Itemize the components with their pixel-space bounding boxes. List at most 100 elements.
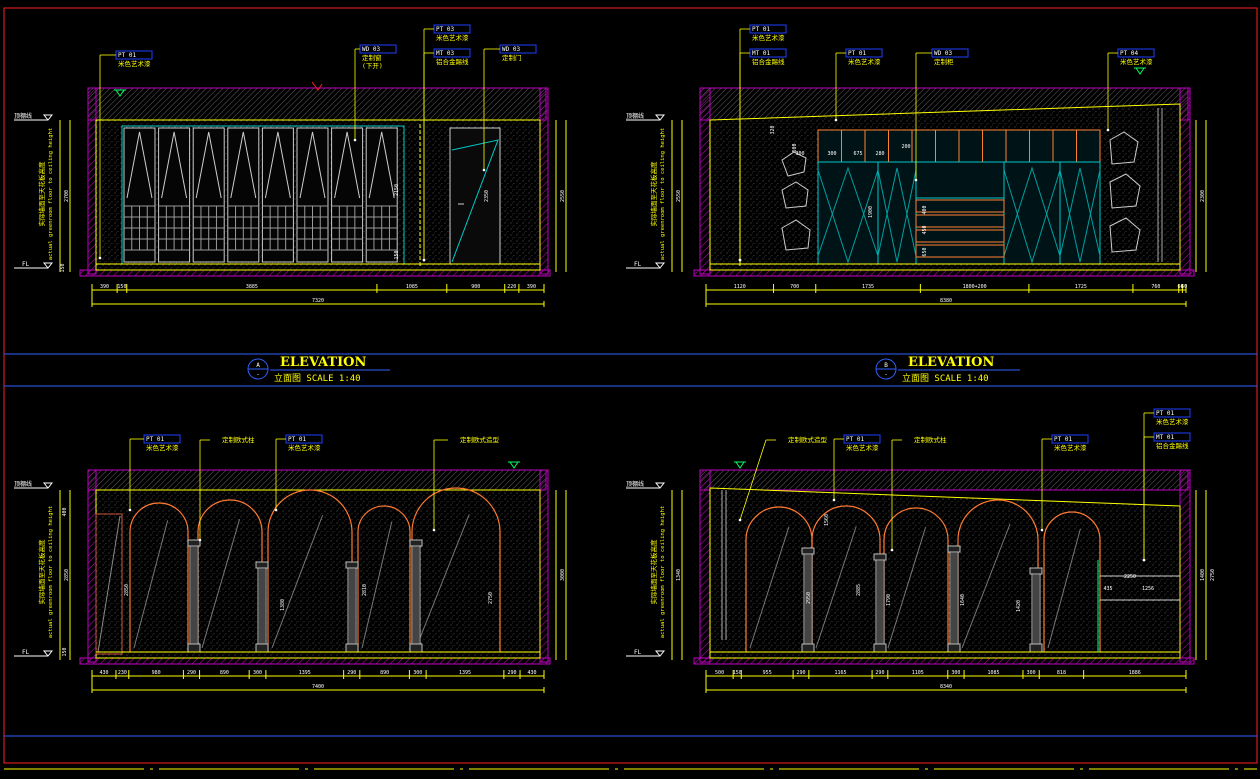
material-tag-point <box>482 168 486 172</box>
material-tag-point <box>274 508 278 512</box>
height-dimension-value: 1400 <box>1200 569 1206 581</box>
dimension-value: 980 <box>152 670 161 676</box>
inner-dimension-value: 1256 <box>1142 586 1154 592</box>
inner-dimension-value: 600 <box>792 143 798 152</box>
level-marker-triangle-icon <box>654 482 666 489</box>
material-tag-point <box>890 548 894 552</box>
dimension-value: 60 <box>1178 284 1184 290</box>
material-tag-text: 定制门 <box>502 53 522 62</box>
level-marker-triangle-icon <box>42 482 54 489</box>
elevation-d <box>693 469 1195 665</box>
window-glazing-line <box>334 131 361 199</box>
window-glazing-line <box>161 131 188 199</box>
material-tag-point <box>353 138 357 142</box>
inner-dimension-value: 2350 <box>484 190 490 202</box>
dimension-value: 150 <box>733 670 742 676</box>
arch-opening <box>957 499 1039 652</box>
material-tag-point <box>128 508 132 512</box>
inner-dimension-value: 1640 <box>960 594 966 606</box>
arch-reflection-line <box>201 519 241 649</box>
side-note-en: actual greenroom floor to ceiling height <box>660 506 666 638</box>
inner-dimension-value: 150 <box>62 647 68 656</box>
inner-dimension-value: 2750 <box>488 592 494 604</box>
arch-reflection-line <box>361 521 393 649</box>
level-label: FL <box>22 261 30 268</box>
inner-dimension-value: 150 <box>60 263 66 272</box>
window-glazing-line <box>264 131 291 199</box>
inner-dimension-value: 1900 <box>868 206 874 218</box>
material-tag-text: 米色艺术漆 <box>1156 417 1189 426</box>
dimension-value: 1120 <box>734 284 746 290</box>
material-tag-code: WD 03 <box>502 46 520 53</box>
material-tag-code: MT 01 <box>752 50 770 57</box>
wardrobe-cabinet <box>817 129 1101 265</box>
inner-dimension-value: 400 <box>922 205 928 214</box>
arch-reflection-line <box>415 514 470 649</box>
material-tag: 定制欧式造型 <box>738 435 828 522</box>
dimension-value: 220 <box>507 284 516 290</box>
side-note-en: actual greenroom floor to ceiling height <box>48 128 54 260</box>
title-a: A - ELEVATION 立面图 SCALE 1:40 <box>247 355 390 384</box>
dimension-value: 300 <box>951 670 960 676</box>
column-base <box>345 643 359 653</box>
material-tag-code: PT 01 <box>752 26 770 33</box>
level-marker-triangle-icon <box>735 461 745 469</box>
inner-dimension-value: 675 <box>853 151 862 157</box>
inner-dimension-value: 150 <box>394 250 400 259</box>
inner-dimension-value: 2250 <box>1124 574 1136 580</box>
title-b: B - ELEVATION 立面图 SCALE 1:40 <box>875 355 1020 384</box>
height-dimension-value: 2700 <box>64 190 70 202</box>
material-tag-point <box>832 498 836 502</box>
column-base <box>1029 643 1043 653</box>
dimension-value: 430 <box>99 670 108 676</box>
material-tag: 定制欧式柱 <box>198 435 255 542</box>
level-marker-triangle-icon <box>509 461 519 469</box>
level-label: 顶棚线 <box>14 112 32 120</box>
side-note-cn: 实际墙面至天花板高度 <box>649 161 658 227</box>
material-tag-text: 定制柜 <box>934 57 954 66</box>
dimension-value: 300 <box>253 670 262 676</box>
material-tag-text: 定制欧式柱 <box>914 435 947 444</box>
column-capital <box>187 539 201 547</box>
cabinet-door-swing <box>1003 166 1061 257</box>
level-label: 顶棚线 <box>626 112 644 120</box>
material-tag-text: 定制窗 <box>362 53 382 62</box>
dimension-value: 700 <box>790 284 799 290</box>
inner-dimension-value: 435 <box>1103 586 1112 592</box>
window-glazing-line <box>195 131 222 199</box>
arch-opening <box>411 487 501 652</box>
dimension-value: 1105 <box>912 670 924 676</box>
material-tag-point <box>1106 128 1110 132</box>
material-tag-point <box>422 258 426 262</box>
inner-dimension-value: 650 <box>922 247 928 256</box>
arch-opening <box>811 505 881 652</box>
column-base <box>255 643 269 653</box>
view-a-title: ELEVATION <box>280 355 366 370</box>
material-tag-code: MT 01 <box>1156 434 1174 441</box>
level-marker-triangle-icon <box>42 650 54 657</box>
inner-dimension-value: 2810 <box>362 584 368 596</box>
level-label: FL <box>22 649 30 656</box>
arch-colonnade-d <box>745 499 1101 653</box>
height-dimension-value: 2550 <box>676 190 682 202</box>
inner-dimension-value: 2850 <box>124 584 130 596</box>
dimension-value: 900 <box>471 284 480 290</box>
side-note-en: actual greenroom floor to ceiling height <box>48 506 54 638</box>
material-tag-text: (下开) <box>362 62 383 70</box>
material-tag-text: 铝合金踢线 <box>436 57 469 66</box>
window-glazing-line <box>368 131 395 199</box>
level-label: FL <box>634 261 642 268</box>
arch-colonnade-c <box>129 487 501 653</box>
level-marker-triangle-icon <box>654 114 666 121</box>
arch-reflection-line <box>749 526 790 649</box>
inner-dimension-value: 2150 <box>394 184 400 196</box>
material-tag-text: 米色艺术漆 <box>436 33 469 42</box>
